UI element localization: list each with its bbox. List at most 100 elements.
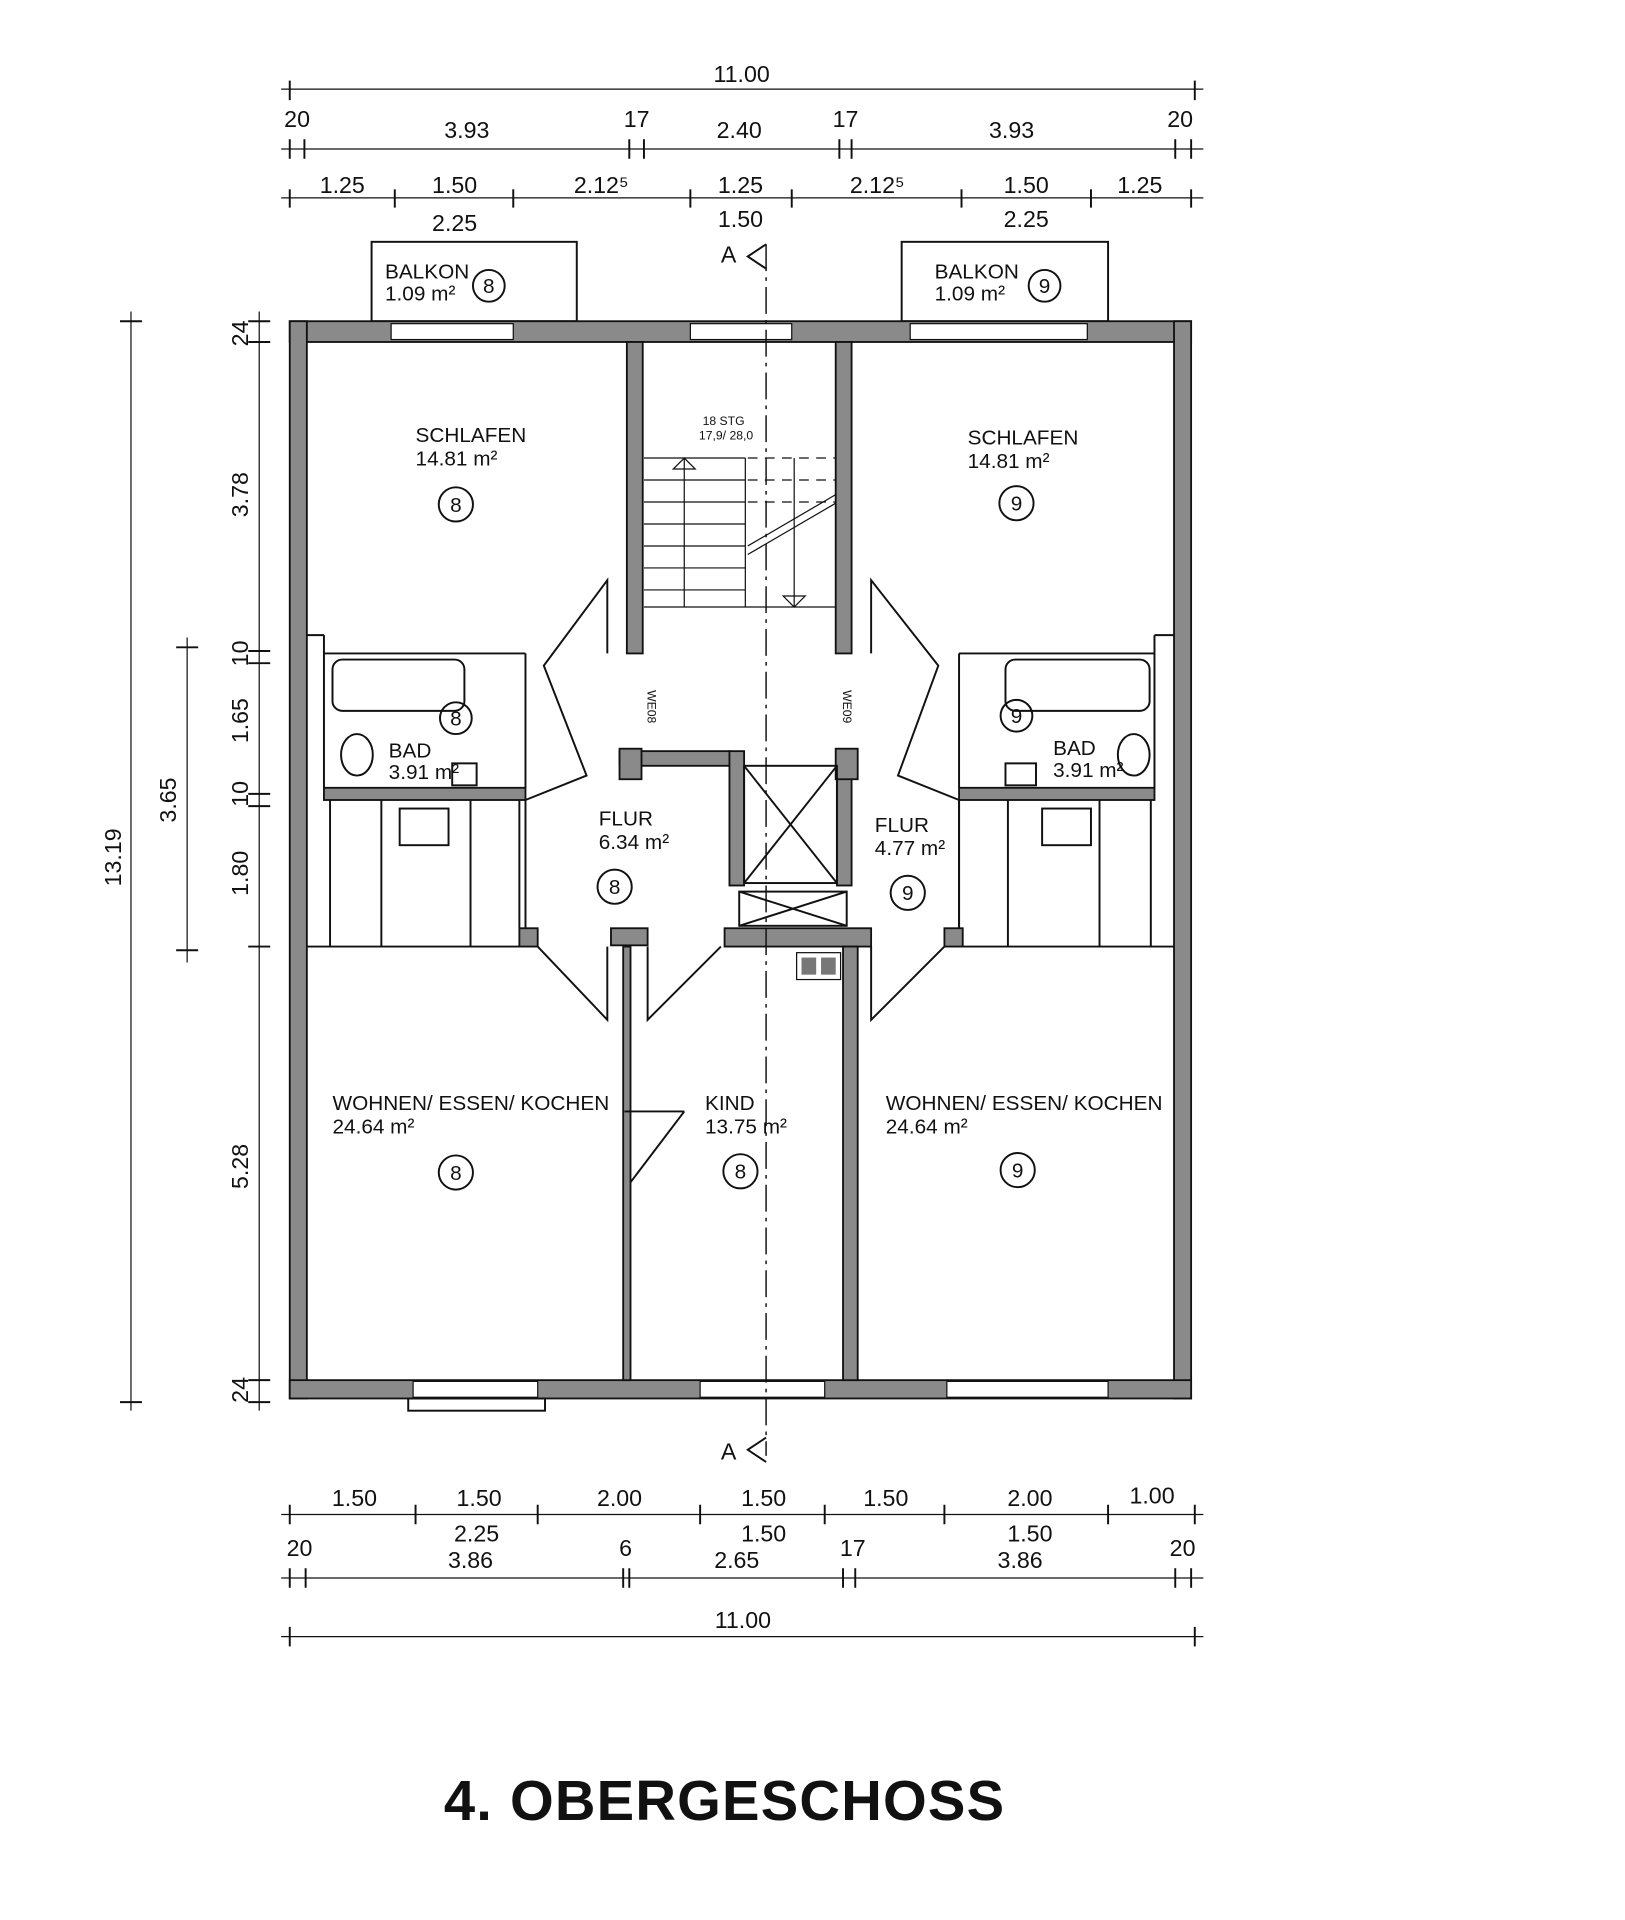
svg-text:BALKON: BALKON — [935, 260, 1019, 283]
dim-total-width: 11.00 — [714, 61, 770, 87]
unit-label-we09: WE09 — [840, 690, 854, 723]
dim: 20 — [1167, 106, 1193, 132]
floor-title: 4. OBERGESCHOSS — [444, 1769, 1005, 1832]
dim: 5.28 — [227, 1144, 253, 1189]
dim: 3.86 — [448, 1547, 493, 1573]
dim: 1.50 — [332, 1485, 377, 1511]
dim: 20 — [1170, 1535, 1196, 1561]
dim: 1.50 — [718, 206, 763, 232]
windows — [390, 323, 1109, 1412]
dim: 3.65 — [155, 777, 181, 822]
dim: 2.40 — [717, 117, 762, 143]
staircase — [643, 457, 837, 608]
dim: 1.50 — [432, 172, 477, 198]
svg-text:1.09 m²: 1.09 m² — [385, 282, 455, 305]
svg-text:9: 9 — [1011, 705, 1023, 728]
section-mark-bottom: A — [721, 1439, 737, 1465]
dim: 3.93 — [989, 117, 1034, 143]
svg-text:SCHLAFEN: SCHLAFEN — [968, 427, 1079, 450]
svg-text:8: 8 — [450, 707, 462, 730]
dim: 1.50 — [741, 1485, 786, 1511]
svg-text:13.75 m²: 13.75 m² — [705, 1115, 787, 1138]
svg-text:14.81 m²: 14.81 m² — [416, 447, 498, 470]
dim: 1.25 — [718, 172, 763, 198]
dim: 24 — [227, 1377, 253, 1403]
svg-text:24.64 m²: 24.64 m² — [886, 1115, 968, 1138]
svg-text:9: 9 — [1012, 1159, 1024, 1182]
dim: 1.00 — [1129, 1483, 1174, 1509]
dim: 3.86 — [998, 1547, 1043, 1573]
dim: 24 — [227, 320, 253, 346]
svg-text:1.09 m²: 1.09 m² — [935, 282, 1005, 305]
svg-text:6.34 m²: 6.34 m² — [599, 831, 669, 854]
dim: 20 — [284, 106, 310, 132]
dim: 2.00 — [1007, 1485, 1052, 1511]
dim: 2.25 — [1004, 206, 1049, 232]
svg-text:FLUR: FLUR — [599, 808, 653, 831]
svg-text:8: 8 — [735, 1161, 747, 1184]
dim-total-width-bottom: 11.00 — [715, 1607, 771, 1633]
dim: 1.50 — [1004, 172, 1049, 198]
svg-text:9: 9 — [902, 882, 914, 905]
dim: 1.25 — [320, 172, 365, 198]
dim: 1.50 — [456, 1485, 501, 1511]
top-dimensions: 11.00 20 3.93 17 2.40 17 3.93 20 1.25 1.… — [281, 61, 1204, 236]
dim: 1.50 — [741, 1520, 786, 1546]
dim: 3.93 — [444, 117, 489, 143]
dim: 17 — [833, 106, 859, 132]
svg-text:4.77 m²: 4.77 m² — [875, 837, 945, 860]
dim: 1.50 — [863, 1485, 908, 1511]
svg-text:FLUR: FLUR — [875, 814, 929, 837]
dim-total-depth: 13.19 — [100, 828, 126, 886]
dim: 10 — [227, 781, 253, 807]
svg-text:SCHLAFEN: SCHLAFEN — [416, 424, 527, 447]
dim: 2.00 — [597, 1485, 642, 1511]
dim: 20 — [287, 1535, 313, 1561]
svg-text:3.91 m²: 3.91 m² — [389, 761, 459, 784]
dim: 2.25 — [454, 1520, 499, 1546]
svg-text:3.91 m²: 3.91 m² — [1053, 759, 1123, 782]
dim: 2.12⁵ — [574, 172, 629, 198]
interior-lines — [306, 577, 1175, 1183]
svg-text:8: 8 — [483, 275, 495, 298]
dim: 1.80 — [227, 851, 253, 896]
stair-ratio-label: 17,9/ 28,0 — [699, 429, 753, 443]
svg-text:WOHNEN/ ESSEN/ KOCHEN: WOHNEN/ ESSEN/ KOCHEN — [333, 1092, 610, 1115]
section-arrow-icon — [746, 243, 767, 270]
dim: 2.65 — [714, 1547, 759, 1573]
bottom-dimensions: 1.50 1.50 2.00 1.50 1.50 2.00 1.00 2.25 … — [281, 1483, 1204, 1647]
svg-text:24.64 m²: 24.64 m² — [333, 1115, 415, 1138]
dim: 6 — [619, 1535, 632, 1561]
walls — [288, 320, 1193, 1400]
svg-text:BAD: BAD — [1053, 737, 1096, 760]
svg-text:9: 9 — [1011, 493, 1023, 516]
dim: 1.25 — [1117, 172, 1162, 198]
section-mark-top: A — [721, 242, 737, 268]
svg-text:WOHNEN/ ESSEN/ KOCHEN: WOHNEN/ ESSEN/ KOCHEN — [886, 1092, 1163, 1115]
section-arrow-icon — [746, 1436, 767, 1463]
svg-text:BAD: BAD — [389, 739, 432, 762]
unit-label-we08: WE08 — [645, 690, 659, 723]
dim: 17 — [624, 106, 650, 132]
svg-text:8: 8 — [609, 876, 621, 899]
svg-text:BALKON: BALKON — [385, 260, 469, 283]
dim: 1.65 — [227, 698, 253, 743]
dim: 17 — [840, 1535, 866, 1561]
dim: 2.12⁵ — [850, 172, 905, 198]
dim: 1.50 — [1007, 1520, 1052, 1546]
svg-text:9: 9 — [1039, 275, 1051, 298]
left-dimensions: 13.19 3.65 24 3.78 10 1.65 10 1.80 5.28 … — [100, 311, 271, 1411]
dim: 3.78 — [227, 472, 253, 517]
svg-text:KIND: KIND — [705, 1092, 755, 1115]
